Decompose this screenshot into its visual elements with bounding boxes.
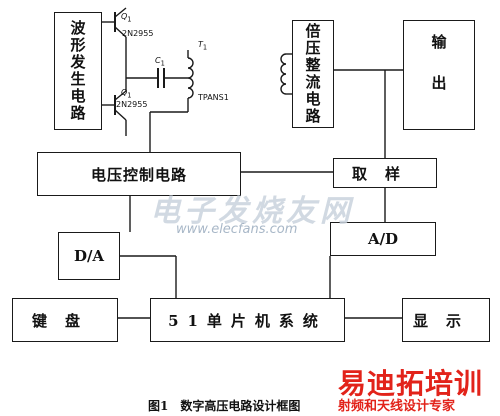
mcu-block: 51单片机系统 — [150, 298, 345, 342]
transformer-model: TPANS1 — [198, 93, 229, 102]
transistor-q1-top-emitter — [114, 26, 127, 38]
brand-tagline: 射频和天线设计专家 — [338, 399, 456, 414]
output-label: 输出 — [429, 34, 448, 116]
q1-bottom-model: 2N2955 — [116, 100, 148, 109]
transistor-q1-bottom-collector — [114, 90, 127, 101]
sampling-block: 取样 — [333, 158, 437, 188]
transistor-q1-top-collector — [114, 7, 127, 18]
transformer-label: T1 — [198, 40, 208, 52]
q1-bottom-label: Q1 — [121, 88, 132, 100]
transformer-secondary-coil — [280, 53, 287, 95]
transistor-q1-bottom-emitter — [114, 109, 127, 121]
q1-top-model: 2N2955 — [122, 29, 154, 38]
figure-caption: 图1 数字高压电路设计框图 — [148, 399, 301, 413]
da-block: D/A — [58, 232, 120, 280]
waveform-generator-block: 波形发生电路 — [54, 12, 102, 130]
q1-top-label: Q1 — [121, 12, 132, 24]
watermark-text: 电子发烧友网 — [150, 194, 354, 229]
capacitor-label: C1 — [155, 56, 165, 68]
display-block: 显示 — [402, 298, 490, 342]
transformer-primary-coil — [187, 57, 194, 99]
ad-block: A/D — [330, 222, 436, 256]
watermark-url: www.elecfans.com — [176, 222, 298, 237]
keyboard-block: 键盘 — [12, 298, 118, 342]
voltage-control-block: 电压控制电路 — [37, 152, 241, 196]
brand-logo: 易迪拓培训 — [338, 367, 484, 400]
output-block: 输出 — [403, 20, 475, 130]
voltage-doubler-block: 倍压整流电路 — [292, 20, 334, 128]
